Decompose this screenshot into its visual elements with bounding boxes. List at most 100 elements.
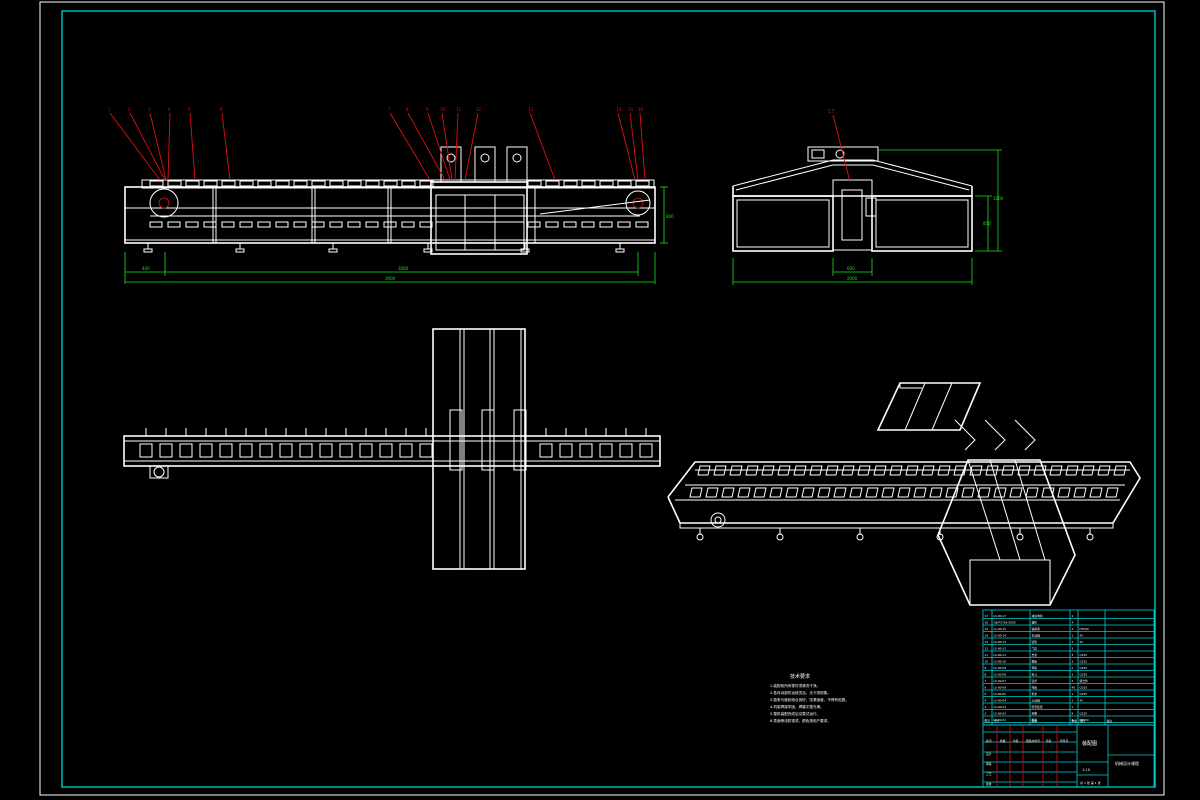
bom-cell: 导轨 bbox=[1032, 666, 1038, 670]
title-block: 装配图 1:10 共 1 张 第 1 张 机械设计课程 标记 处数 分区 更改文… bbox=[982, 724, 1155, 788]
bom-cell: 张紧装置 bbox=[1032, 705, 1043, 709]
bom-row: 16 GB/T5783-2000 螺栓 4 bbox=[985, 620, 1074, 624]
drawing-scale: 1:10 bbox=[1082, 768, 1091, 772]
side-dim-inner: 600 bbox=[847, 266, 855, 271]
balloon-15: 15 bbox=[628, 107, 634, 112]
note-line-3: 3.链条与链轮啮合良好，张紧适度，不得有松脱。 bbox=[770, 697, 849, 702]
note-line-1: 1.装配前所有零件须清洗干净。 bbox=[770, 683, 820, 688]
bom-cell: 1 bbox=[1072, 633, 1074, 637]
bom-cell: 4 bbox=[1072, 627, 1074, 631]
bom-cell: 1 bbox=[1072, 692, 1074, 696]
balloon-13: 13 bbox=[528, 107, 534, 112]
bom-cell: 4 bbox=[1072, 620, 1074, 624]
tb-label-3: 更改文件号 bbox=[1026, 739, 1040, 743]
balloon-2: 2 bbox=[128, 107, 131, 112]
bom-cell: 支架 bbox=[1032, 653, 1038, 657]
balloon-3: 3 bbox=[148, 107, 151, 112]
bom-cell: LS-00-04 bbox=[994, 698, 1007, 702]
bom-cell: 17 bbox=[985, 614, 989, 618]
bom-cell: 16 bbox=[985, 620, 989, 624]
bom-cell: 9 bbox=[985, 666, 987, 670]
tb-role-1: 审核 bbox=[986, 762, 992, 766]
balloon-7: 7 bbox=[388, 107, 391, 112]
note-line-6: 6.表面喷涂防锈漆，颜色按用户要求。 bbox=[770, 718, 831, 723]
balloon-1: 1 bbox=[108, 107, 111, 112]
bom-cell: Q235 bbox=[1080, 659, 1088, 663]
tb-role-0: 设计 bbox=[986, 752, 992, 756]
bom-cell: 链条 bbox=[1032, 679, 1038, 683]
notes-title: 技术要求 bbox=[790, 673, 810, 680]
dim-mid: 3000 bbox=[398, 266, 409, 271]
bom-cell: 螺栓 bbox=[1032, 620, 1038, 624]
bom-cell: Q235 bbox=[1080, 711, 1088, 715]
bom-cell: LS-00-07 bbox=[994, 679, 1007, 683]
bom-cell: 45 bbox=[1080, 633, 1084, 637]
bom-cell: 13 bbox=[985, 640, 989, 644]
bom-cell: 机架 bbox=[1032, 692, 1038, 696]
bom-row: 3 LS-00-03 张紧装置 1 bbox=[985, 705, 1074, 709]
balloon-12: 12 bbox=[476, 107, 482, 112]
balloon-16: 16 bbox=[638, 107, 644, 112]
bom-cell: 15 bbox=[985, 627, 989, 631]
iso-plates bbox=[689, 465, 1127, 541]
bom-cell: LS-00-08 bbox=[994, 672, 1007, 676]
bom-cell: 14 bbox=[985, 633, 989, 637]
bom-cell: 1 bbox=[1072, 614, 1074, 618]
bom-cell: 组合件 bbox=[1080, 679, 1089, 683]
side-view: 2000 600 1000 850 17 bbox=[732, 109, 1004, 285]
balloon-8: 8 bbox=[406, 107, 409, 112]
bom-cell: 料斗 bbox=[1032, 672, 1038, 676]
bom-cell: 地脚 bbox=[1032, 711, 1038, 715]
bom-header-cell: 数量 bbox=[1072, 719, 1078, 723]
bom-cell: LS-00-05 bbox=[994, 692, 1007, 696]
balloon-6: 6 bbox=[220, 107, 223, 112]
bom-cell: 2 bbox=[1072, 718, 1074, 722]
side-dim-height: 1000 bbox=[993, 196, 1004, 201]
dim-left: 400 bbox=[142, 266, 150, 271]
tb-role-3: 批准 bbox=[986, 782, 992, 786]
drawing-name: 装配图 bbox=[1082, 740, 1097, 747]
bom-cell: Q235 bbox=[1080, 692, 1088, 696]
bom-cell: LS-00-11 bbox=[994, 653, 1007, 657]
bom-cell: LS-00-01 bbox=[994, 718, 1007, 722]
bom-cell: Q235 bbox=[1080, 666, 1088, 670]
bom-cell: GB/T5783-2000 bbox=[994, 620, 1016, 624]
technical-notes: 技术要求 1.装配前所有零件须清洗干净。 2.各传动部件运转灵活，无卡滞现象。 … bbox=[770, 673, 849, 723]
bom-cell: 1 bbox=[985, 718, 987, 722]
sheet-count: 共 1 张 第 1 张 bbox=[1080, 780, 1101, 785]
belt-plates bbox=[149, 180, 650, 228]
bom-cell: 2 bbox=[1072, 679, 1074, 683]
bom-cell: 1 bbox=[1072, 705, 1074, 709]
bom-cell: 推板 bbox=[1032, 659, 1038, 663]
frame-feet bbox=[143, 243, 625, 253]
bom-cell: LS-00-02 bbox=[994, 711, 1007, 715]
bom-cell: 8 bbox=[1072, 711, 1074, 715]
bom-cell: 6 bbox=[985, 685, 987, 689]
bom-cell: 45 bbox=[1080, 640, 1084, 644]
balloon-5: 5 bbox=[188, 107, 191, 112]
dim-overall: 3900 bbox=[385, 276, 396, 281]
bom-cell: 5 bbox=[985, 692, 987, 696]
bom-cell: LS-00-06 bbox=[994, 685, 1007, 689]
note-line-2: 2.各传动部件运转灵活，无卡滞现象。 bbox=[770, 690, 831, 695]
bom-cell: LS-00-03 bbox=[994, 705, 1007, 709]
bom-cell: HT200 bbox=[1080, 627, 1089, 631]
bom-cell: 3 bbox=[1072, 672, 1074, 676]
bom-header-cell: 序号 bbox=[985, 719, 991, 723]
top-plates bbox=[139, 428, 653, 458]
bom-cell: 3 bbox=[985, 705, 987, 709]
bom-cell: LS-00-14 bbox=[994, 633, 1007, 637]
bom-cell: 11 bbox=[985, 653, 989, 657]
